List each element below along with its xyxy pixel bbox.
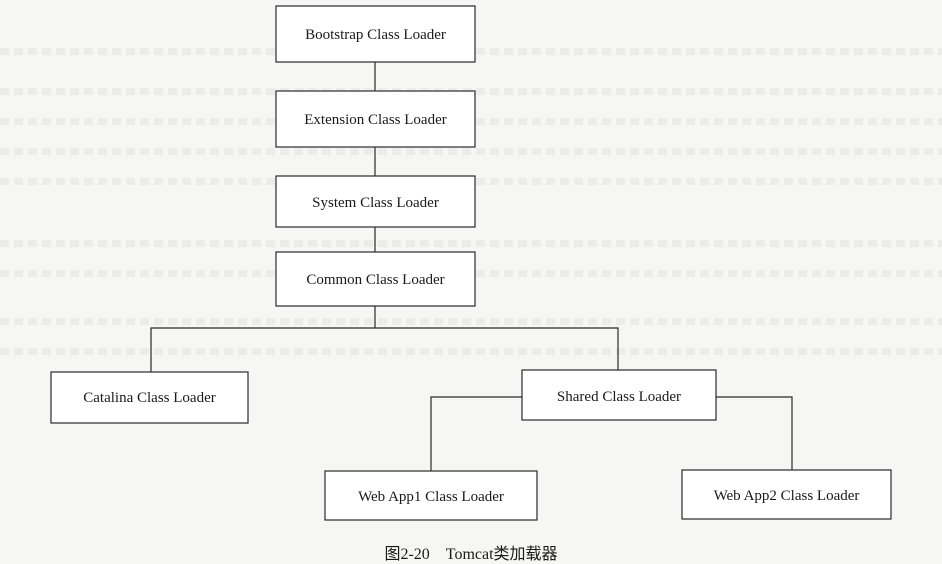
background-text bbox=[0, 318, 942, 325]
edge-shared-webapp2 bbox=[716, 396, 793, 470]
node-label: Shared Class Loader bbox=[557, 389, 681, 405]
background-text bbox=[0, 240, 942, 247]
node-bootstrap: Bootstrap Class Loader bbox=[275, 5, 476, 63]
diagram-edges bbox=[150, 62, 793, 471]
node-label: Common Class Loader bbox=[306, 272, 444, 288]
figure-caption: 图2-20 Tomcat类加载器 bbox=[384, 546, 558, 563]
node-extension: Extension Class Loader bbox=[275, 90, 476, 148]
node-shared: Shared Class Loader bbox=[521, 369, 717, 421]
node-common: Common Class Loader bbox=[275, 251, 476, 307]
node-label: Web App2 Class Loader bbox=[714, 488, 860, 504]
edge-common-catalina bbox=[150, 306, 376, 372]
node-label: Bootstrap Class Loader bbox=[305, 27, 446, 43]
background-text bbox=[0, 348, 942, 355]
background-text bbox=[0, 148, 942, 155]
edge-shared-webapp1 bbox=[430, 396, 522, 471]
node-label: Extension Class Loader bbox=[304, 112, 446, 128]
node-catalina: Catalina Class Loader bbox=[50, 371, 249, 424]
edge-common-shared bbox=[375, 327, 619, 370]
node-webapp2: Web App2 Class Loader bbox=[681, 469, 892, 520]
node-label: Web App1 Class Loader bbox=[358, 489, 504, 505]
node-webapp1: Web App1 Class Loader bbox=[324, 470, 538, 521]
node-label: System Class Loader bbox=[312, 195, 439, 211]
node-label: Catalina Class Loader bbox=[83, 390, 215, 406]
node-system: System Class Loader bbox=[275, 175, 476, 228]
